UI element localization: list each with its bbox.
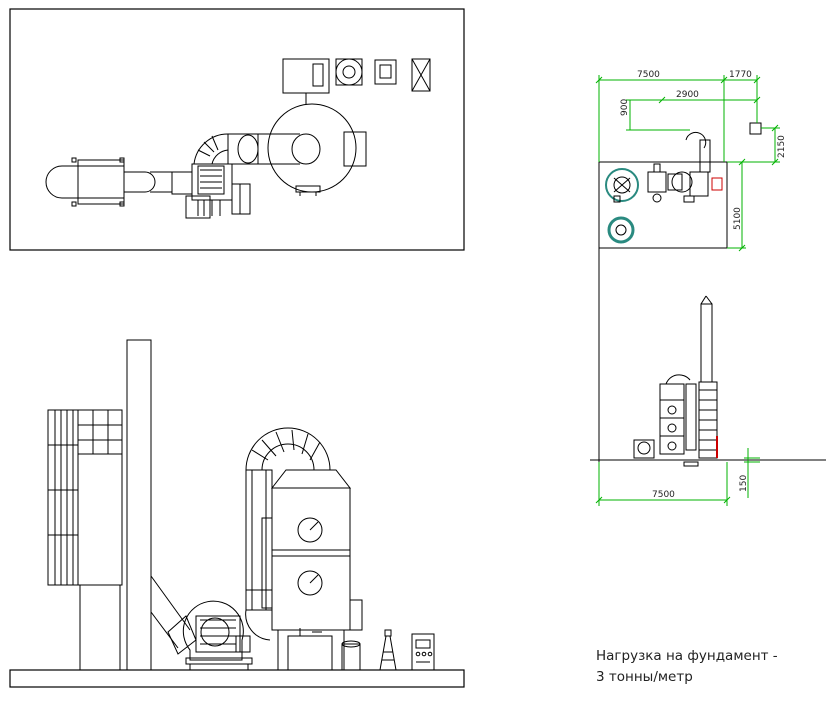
elevation-fan [182, 600, 253, 670]
plan-fan [185, 163, 251, 219]
site-pad [598, 161, 728, 249]
dim-5100: 5100 [733, 207, 743, 230]
dim-1770: 1770 [729, 70, 752, 80]
foundation-load-line1: Нагрузка на фундамент - [596, 648, 778, 664]
dimension-labels: 7500 1770 2900 900 2150 5100 7500 150 [620, 70, 787, 500]
plan-elbow [193, 133, 229, 165]
foundation-load-line2: 3 тонны/метр [596, 669, 693, 685]
elevation-control-cabinet [411, 633, 435, 671]
elevation-elbow-duct [245, 427, 331, 641]
site-elevation [590, 295, 826, 467]
plan-pipe [227, 133, 321, 165]
elevation-chimney [126, 339, 152, 671]
plan-round-tank [335, 58, 363, 86]
foundation-load-note: Нагрузка на фундамент - 3 тонны/метр [596, 646, 778, 688]
elevation-view [9, 339, 465, 688]
plan-control-box [411, 58, 431, 92]
plan-view-frame [9, 8, 465, 251]
elevation-base [9, 669, 465, 688]
dim-150: 150 [739, 475, 749, 492]
elevation-diagonal-duct [150, 575, 197, 655]
site-plan [590, 122, 826, 467]
elevation-scrubber-tower [261, 469, 363, 671]
elevation-ladder-tower [47, 409, 123, 670]
plan-pump-box [282, 58, 330, 104]
plan-filter-box [374, 59, 397, 85]
elevation-pump [379, 629, 397, 671]
dim-7500-bottom: 7500 [652, 490, 675, 500]
dim-2150: 2150 [777, 135, 787, 158]
elevation-small-tank [341, 640, 361, 671]
plan-scrubber-tank [267, 103, 367, 196]
site-pad-units [605, 122, 762, 244]
plan-view [9, 8, 465, 251]
plan-stack [45, 157, 125, 207]
dim-7500-top: 7500 [637, 70, 660, 80]
plan-duct [124, 171, 193, 195]
dimension-lines [595, 75, 780, 506]
dim-900: 900 [620, 99, 630, 116]
dim-2900: 2900 [676, 90, 699, 100]
